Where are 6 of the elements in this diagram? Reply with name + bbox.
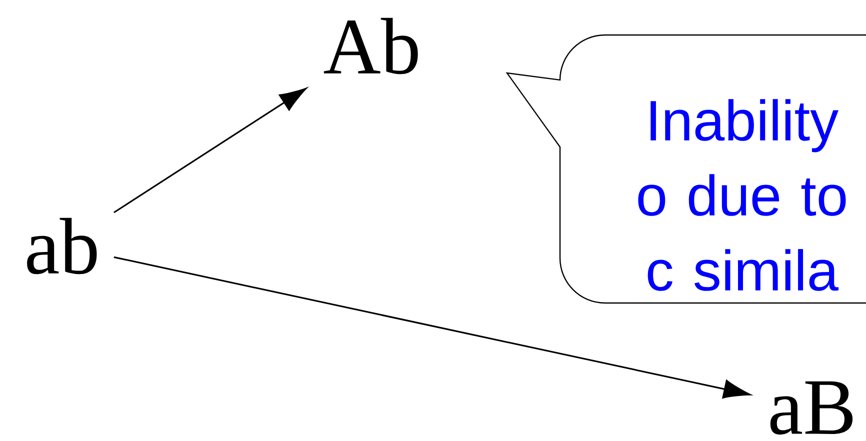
state-label: aB <box>770 381 853 435</box>
state-label: ab <box>27 218 97 274</box>
speech-bubble: Inability o due to c simila <box>506 34 866 304</box>
state-label: Ab <box>324 18 418 74</box>
arrow <box>114 88 307 214</box>
arrow <box>114 256 751 398</box>
